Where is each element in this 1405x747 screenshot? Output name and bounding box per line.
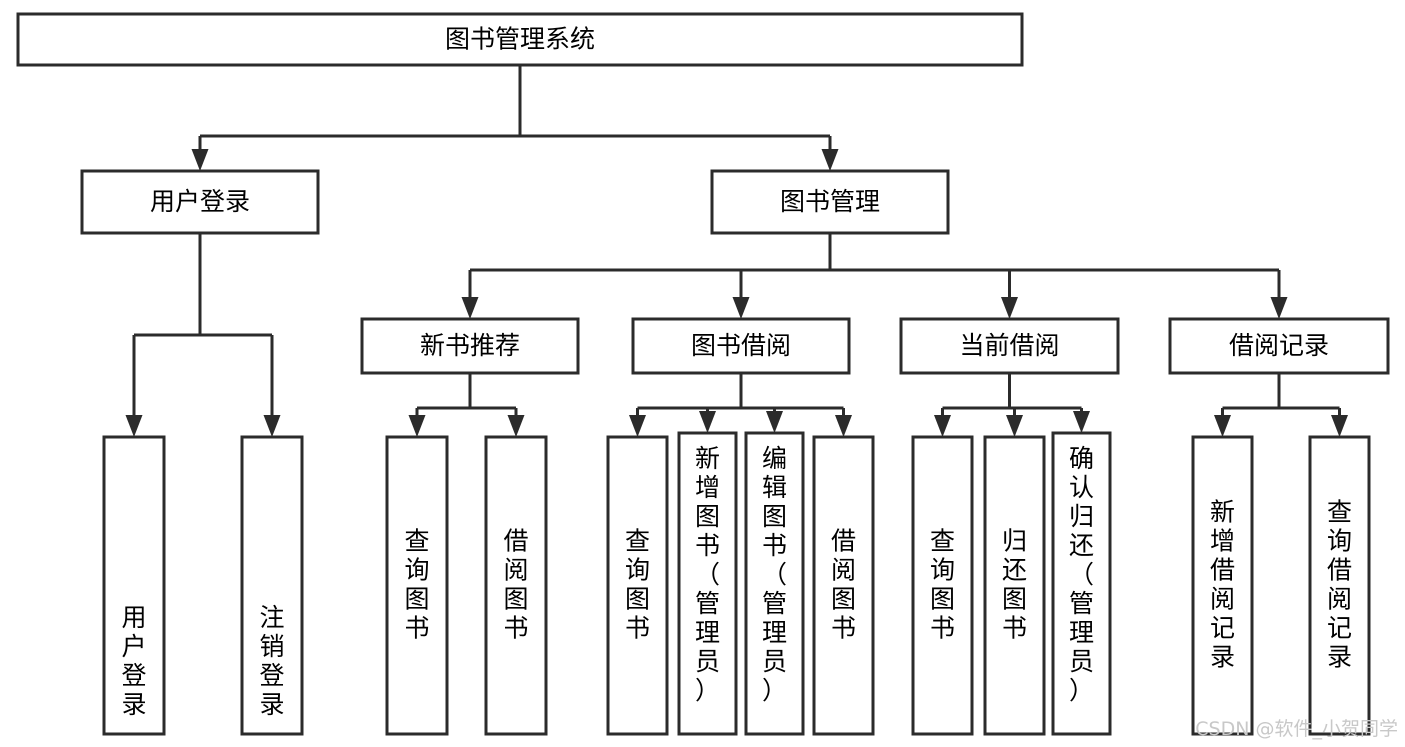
node-label: 借阅图书 [831,527,856,643]
node-box [1168,317,1390,375]
node-l3-new-book-rec[interactable]: 新书推荐 [360,317,580,375]
node-label: 新增借阅记录 [1210,498,1235,672]
node-label: 用户登录 [150,187,250,216]
arrowhead-icon [125,415,143,437]
arrowhead-icon [699,411,716,433]
node-box [80,169,320,235]
node-box [1191,435,1254,736]
node-label: 当前借阅 [959,331,1059,360]
node-label: 用户登录 [121,603,146,719]
node-box [360,317,580,375]
node-leaf-logout[interactable]: 注销登录 [240,435,304,736]
node-layer: 图书管理系统用户登录图书管理新书推荐图书借阅当前借阅借阅记录用户登录注销登录查询… [16,12,1390,736]
arrowhead-icon [1006,415,1023,437]
arrowhead-icon [408,415,426,437]
node-box [899,317,1120,375]
node-box [744,431,805,736]
arrowhead-icon [732,297,750,319]
node-root[interactable]: 图书管理系统 [16,12,1024,67]
node-label: 图书管理 [780,187,880,216]
node-label: 归还图书 [1002,527,1027,643]
node-box [606,435,669,736]
arrowhead-icon [507,415,525,437]
node-box [484,435,548,736]
node-box [812,435,875,736]
connector-layer [125,65,1348,437]
node-leaf-return-book[interactable]: 归还图书 [983,435,1046,736]
arrowhead-icon [629,415,646,437]
arrowhead-icon [263,415,281,437]
node-l3-borrow-record[interactable]: 借阅记录 [1168,317,1390,375]
arrowhead-icon [1331,415,1348,437]
node-l3-current-borrow[interactable]: 当前借阅 [899,317,1120,375]
node-label: 图书借阅 [691,331,791,360]
node-label: 查询图书 [625,527,650,643]
node-box [385,435,449,736]
node-box [240,435,304,736]
node-box [983,435,1046,736]
node-label: 查询借阅记录 [1327,498,1352,672]
node-l3-book-borrow[interactable]: 图书借阅 [631,317,851,375]
node-leaf-query-book-rec[interactable]: 查询图书 [385,435,449,736]
node-l2-book-manage[interactable]: 图书管理 [710,169,950,235]
node-box [911,435,974,736]
arrowhead-icon [1001,297,1018,319]
node-box [677,431,738,736]
node-box [102,435,166,736]
node-leaf-borrow-book-rec[interactable]: 借阅图书 [484,435,548,736]
node-label: 图书管理系统 [445,25,595,54]
node-label: 借阅记录 [1229,331,1329,360]
arrowhead-icon [1073,411,1090,433]
node-box [631,317,851,375]
node-leaf-add-record[interactable]: 新增借阅记录 [1191,435,1254,736]
arrowhead-icon [1214,415,1231,437]
node-leaf-query-record[interactable]: 查询借阅记录 [1308,435,1371,736]
node-leaf-confirm-return[interactable]: 确认归还（管理员） [1051,431,1112,736]
node-box [16,12,1024,67]
node-label: 新增图书（管理员） [695,444,720,705]
node-label: 注销登录 [259,603,284,719]
node-leaf-borrow-book-b[interactable]: 借阅图书 [812,435,875,736]
node-label: 编辑图书（管理员） [762,444,787,705]
node-label: 确认归还（管理员） [1069,444,1094,705]
node-leaf-query-book-c[interactable]: 查询图书 [911,435,974,736]
node-leaf-add-book[interactable]: 新增图书（管理员） [677,431,738,736]
arrowhead-icon [191,149,209,171]
node-label: 查询图书 [404,527,429,643]
node-leaf-user-login[interactable]: 用户登录 [102,435,166,736]
node-box [1308,435,1371,736]
arrowhead-icon [934,415,951,437]
node-label: 查询图书 [930,527,955,643]
node-label: 借阅图书 [503,527,528,643]
arrowhead-icon [766,411,783,433]
node-box [710,169,950,235]
node-label: 新书推荐 [420,331,520,360]
arrowhead-icon [1270,297,1288,319]
csdn-watermark: CSDN @软件_小贺同学 [1195,718,1398,740]
node-leaf-edit-book[interactable]: 编辑图书（管理员） [744,431,805,736]
arrowhead-icon [835,415,852,437]
node-l2-user-login[interactable]: 用户登录 [80,169,320,235]
node-leaf-query-book-b[interactable]: 查询图书 [606,435,669,736]
node-box [1051,431,1112,736]
arrowhead-icon [821,149,839,171]
arrowhead-icon [461,297,479,319]
